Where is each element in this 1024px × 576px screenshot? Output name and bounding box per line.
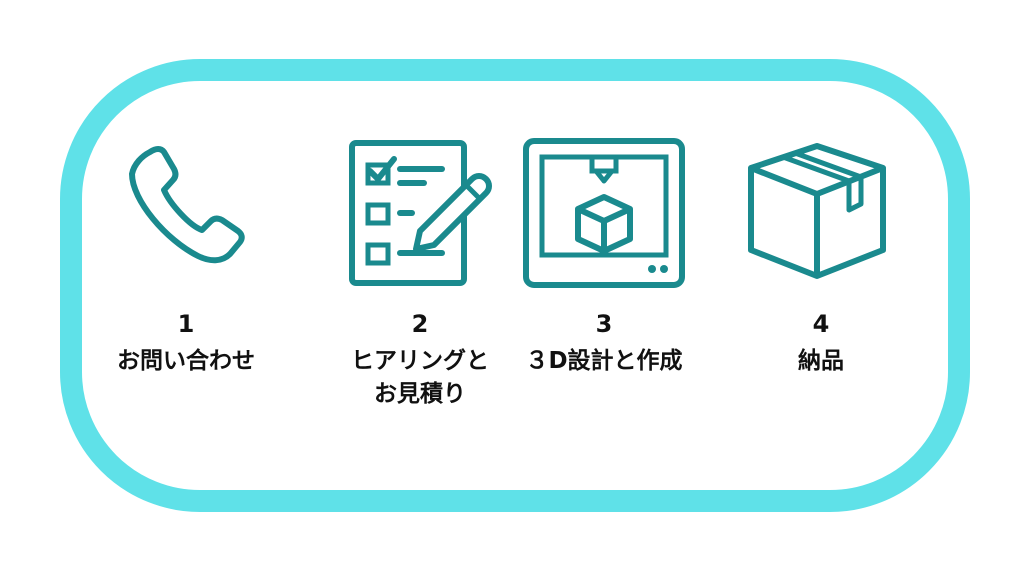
step-number: 2	[411, 310, 429, 338]
step-label: ヒアリングと お見積り	[351, 348, 489, 407]
3d-printer-icon	[504, 135, 704, 295]
checklist-pencil-icon	[320, 135, 520, 295]
process-frame	[60, 59, 970, 512]
step-label: 納品	[798, 348, 844, 374]
step-number: 3	[595, 310, 613, 338]
step-number: 1	[177, 310, 195, 338]
step-number: 4	[812, 310, 830, 338]
step-label: お問い合わせ	[117, 348, 255, 374]
package-box-icon	[721, 130, 921, 290]
step-label: ３D設計と作成	[525, 348, 683, 374]
phone-icon	[86, 130, 286, 290]
